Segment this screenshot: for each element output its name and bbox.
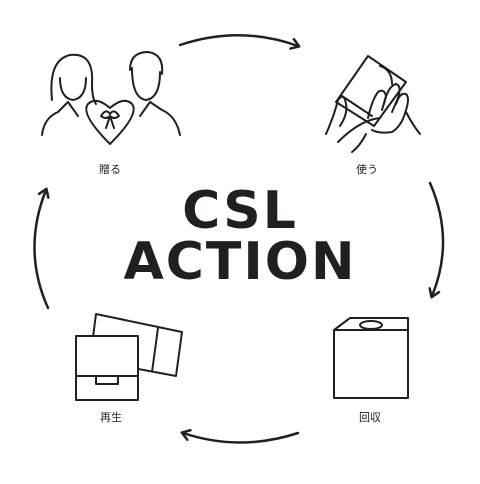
step-label-collect: 回収: [359, 411, 381, 424]
arrow-collect-to-recycle: [180, 428, 300, 444]
arrow-give-to-use: [178, 34, 301, 50]
couple-heart-gift-icon: [41, 51, 181, 145]
diagram-title-line2: ACTION: [123, 232, 357, 292]
step-label-recycle: 再生: [100, 411, 122, 424]
step-label-use: 使う: [356, 163, 378, 176]
arrow-use-to-collect: [428, 181, 445, 299]
diagram-title-line1: CSL: [182, 181, 298, 241]
hands-holding-bag-icon: [325, 55, 421, 153]
collection-box-icon: [333, 317, 409, 399]
recycled-boxes-icon: [75, 313, 183, 401]
step-label-give: 贈る: [99, 163, 121, 176]
arrow-recycle-to-give: [33, 187, 50, 310]
